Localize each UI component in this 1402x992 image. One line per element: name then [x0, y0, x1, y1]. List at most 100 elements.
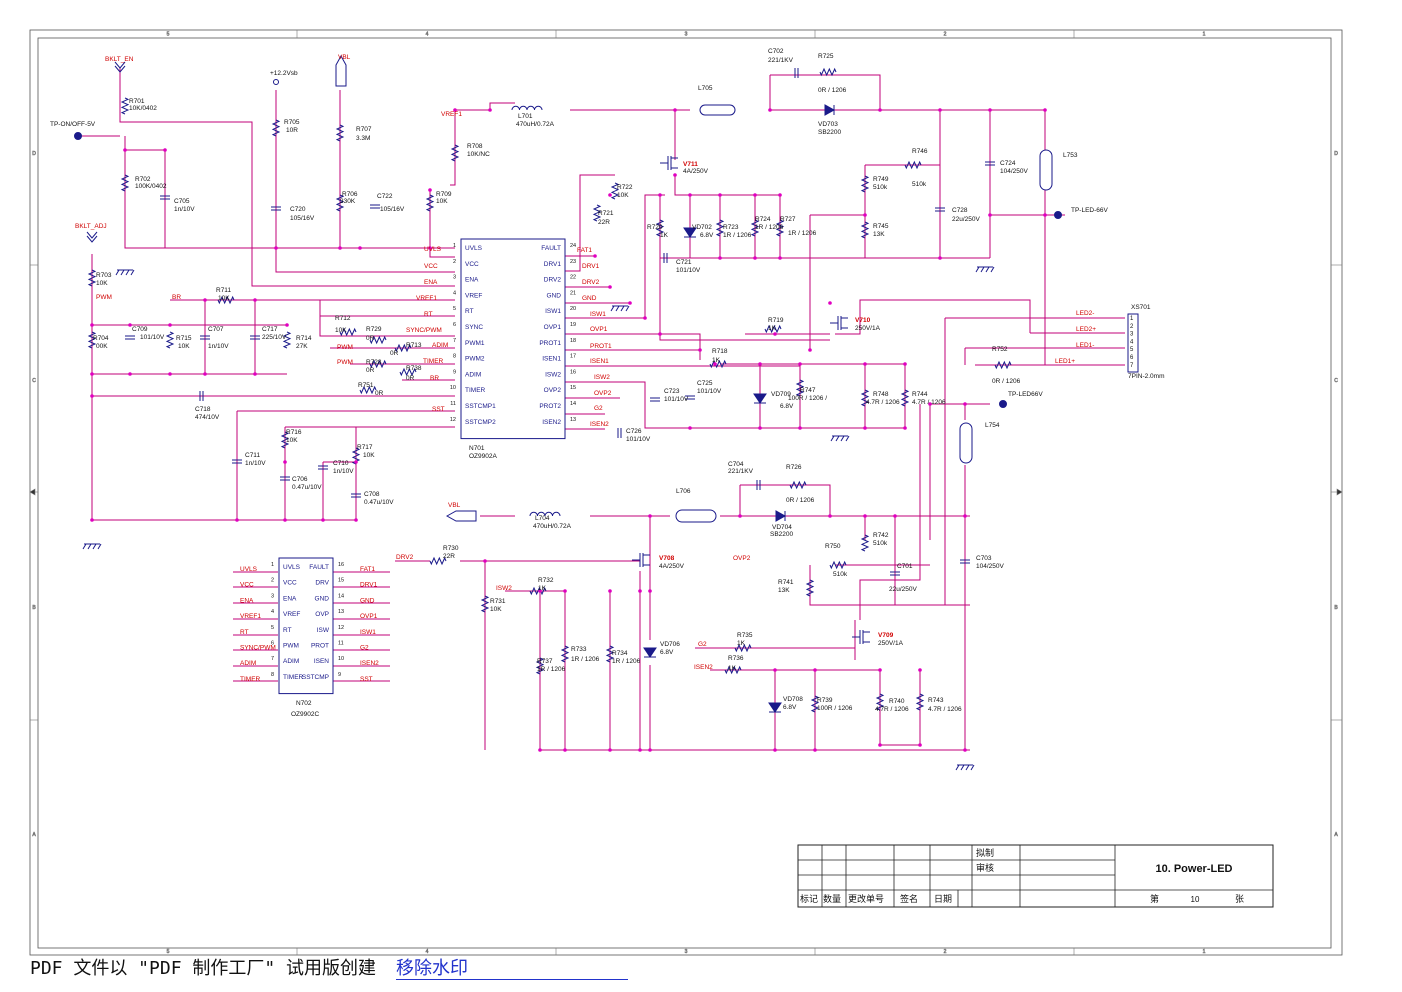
- junction-dot: [253, 298, 257, 302]
- label-v709: V709: [878, 632, 894, 639]
- junction-dot: [608, 193, 612, 197]
- label-r701v: 10K/0402: [129, 105, 157, 112]
- resistor-v: [351, 447, 361, 465]
- label-n701ref: N701: [469, 445, 485, 452]
- label-r735: R735: [737, 632, 753, 639]
- junction-dot: [168, 372, 172, 376]
- n701-pin-name: SSTCMP1: [465, 403, 496, 410]
- label-r722v: 10K: [617, 192, 629, 199]
- junction-dot: [813, 748, 817, 752]
- label-v12: +12.2Vsb: [270, 70, 298, 77]
- label-r702v: 100K/0402: [135, 183, 167, 190]
- label-r728: R728: [366, 359, 382, 366]
- resistor-v: [775, 219, 785, 237]
- n702-right-net: FAT1: [360, 566, 375, 573]
- pdf-watermark-footer: PDF 文件以 "PDF 制作工厂" 试用版创建移除水印: [30, 954, 629, 980]
- label-c726v: 101/10V: [626, 436, 651, 443]
- capacitor-v: [685, 395, 695, 400]
- label-r708v: 10K/NC: [467, 151, 490, 158]
- mosfet: [660, 156, 678, 170]
- n702-left-net: UVLS: [240, 566, 258, 573]
- junction-dot: [718, 193, 722, 197]
- wire: [275, 90, 455, 273]
- n701-pin-number: 24: [570, 243, 576, 249]
- n701-pin-number: 1: [453, 243, 456, 249]
- junction-dot: [285, 323, 289, 327]
- junction-dot: [90, 394, 94, 398]
- junction-dot: [878, 743, 882, 747]
- n701-pin-number: 6: [453, 322, 456, 328]
- label-r721: R721: [598, 210, 614, 217]
- label-c702: C702: [768, 48, 784, 55]
- label-r716: R716: [286, 429, 302, 436]
- junction-dot: [168, 323, 172, 327]
- capacitor-h: [617, 428, 622, 438]
- junction-dot: [813, 668, 817, 672]
- label-pwm3: PWM: [337, 359, 353, 366]
- label-l704: L704: [535, 515, 550, 522]
- label-c724v: 104/250V: [1000, 168, 1028, 175]
- label-c723v: 101/10V: [664, 396, 689, 403]
- row-label-left: A: [32, 832, 36, 838]
- label-c708v: 0.47u/10V: [364, 499, 394, 506]
- label-c728v: 22u/250V: [952, 216, 980, 223]
- junction-dot: [773, 332, 777, 336]
- remove-watermark-link[interactable]: 移除水印: [396, 958, 629, 980]
- label-r752v: 0R / 1206: [992, 378, 1021, 385]
- junction-dot: [203, 372, 207, 376]
- n702-left-net: TIMER: [240, 676, 261, 683]
- label-r750: R750: [825, 543, 841, 550]
- label-r711: R711: [216, 287, 231, 294]
- col-label-bottom: 5: [167, 949, 170, 955]
- label-c701v: 22u/250V: [889, 586, 917, 593]
- ground-symbol: [610, 305, 630, 312]
- resistor-v: [900, 389, 910, 407]
- n701-pin-name: ADIM: [465, 371, 481, 378]
- n701-pin-number: 3: [453, 275, 456, 281]
- label-vref1a: VREF1: [441, 111, 462, 118]
- n702-right-net: OVP1: [360, 613, 378, 620]
- label-v710: V710: [855, 317, 871, 324]
- label-ena: ENA: [424, 279, 438, 286]
- row-label-right: D: [1334, 151, 1338, 157]
- row-label-left: D: [32, 151, 36, 157]
- junction-dot: [90, 518, 94, 522]
- n702-pin-number: 5: [271, 625, 274, 631]
- label-r721v: 22R: [598, 219, 610, 226]
- resistor-v: [592, 204, 602, 222]
- label-r749: R749: [873, 176, 889, 183]
- capacitor-h: [794, 68, 799, 78]
- wire: [319, 300, 455, 337]
- watermark-text: PDF 文件以 "PDF 制作工厂" 试用版创建: [30, 958, 377, 979]
- label-r738: R738: [406, 365, 422, 372]
- label-c706v: 0.47u/10V: [292, 484, 322, 491]
- capacitor-v: [890, 571, 900, 576]
- label-r725v: 0R / 1206: [818, 87, 847, 94]
- label-c705: C705: [174, 198, 190, 205]
- wire: [740, 484, 831, 516]
- label-r730: R730: [443, 545, 459, 552]
- label-r716v: 10K: [286, 437, 298, 444]
- resistor-h: [734, 643, 752, 653]
- n701-pin-number: 4: [453, 290, 456, 296]
- resistor-v: [535, 657, 545, 675]
- tb-check-label: 审核: [976, 862, 994, 873]
- junction-dot: [918, 743, 922, 747]
- label-r739: R739: [817, 697, 833, 704]
- junction-dot: [1043, 108, 1047, 112]
- bklt-en-port: [114, 61, 126, 73]
- junction-dot: [828, 514, 832, 518]
- label-r742v: 510k: [873, 540, 888, 547]
- capacitor-h: [756, 480, 761, 490]
- junction-dot: [673, 173, 677, 177]
- tb-draw-label: 拟制: [976, 847, 994, 858]
- junctions: [90, 108, 1047, 752]
- label-r723v: 1R / 1206: [723, 232, 752, 239]
- n702-pin-name: DRV: [315, 580, 329, 587]
- junction-dot: [638, 748, 642, 752]
- label-r732: R732: [538, 577, 554, 584]
- label-ovp2: OVP2: [594, 390, 612, 397]
- resistor-v: [282, 331, 292, 349]
- label-br2: BR: [430, 375, 439, 382]
- tb-title: 10. Power-LED: [1155, 863, 1232, 875]
